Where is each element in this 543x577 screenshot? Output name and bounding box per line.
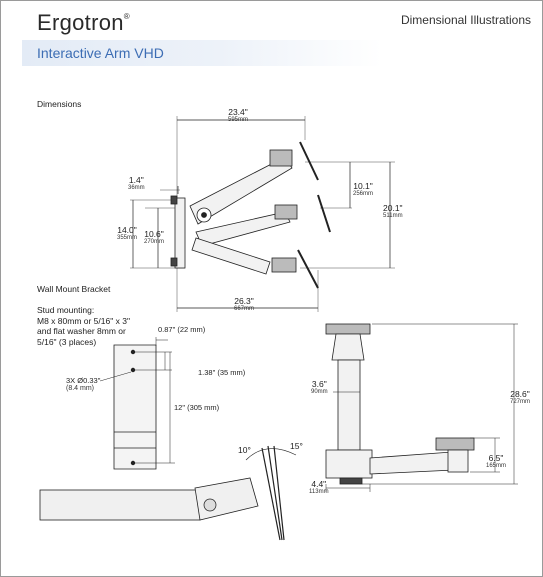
- brand-logo: Ergotron®: [37, 10, 130, 35]
- dim-hole-diameter: 3X Ø0.33"(8.4 mm): [66, 376, 101, 392]
- dim-reach-min: 14.0"355mm: [117, 225, 138, 241]
- stud-line-4: 5/16" (3 places): [37, 336, 97, 347]
- stud-mounting-note: Stud mounting: M8 x 80mm or 5/16" x 3" a…: [37, 305, 157, 348]
- product-subtitle: Interactive Arm VHD: [37, 45, 164, 61]
- dim-rise: 10.1"256mm: [353, 181, 374, 197]
- stud-line-3: and flat washer 8mm or: [37, 326, 126, 337]
- dim-bracket-length: 12" (305 mm): [174, 403, 220, 412]
- dim-bracket-edge: 0.87" (22 mm): [158, 325, 206, 334]
- dim-tilt-down: 15°: [290, 441, 303, 451]
- stud-line-2: M8 x 80mm or 5/16" x 3": [37, 315, 130, 326]
- dim-offset: 1.4"36mm: [128, 175, 145, 191]
- dim-front-height: 28.6"727mm: [510, 389, 531, 405]
- dim-base: 4.4"113mm: [309, 479, 329, 495]
- dim-tilt-up: 10°: [238, 445, 251, 455]
- wall-bracket-label: Wall Mount Bracket: [37, 284, 111, 294]
- dim-width-bottom: 26.3"667mm: [234, 296, 255, 312]
- dim-hole-spacing: 1.38" (35 mm): [198, 368, 246, 377]
- stud-line-1: Stud mounting:: [37, 305, 95, 315]
- title-band: [22, 40, 382, 66]
- dim-width-top: 23.4"595mm: [228, 107, 249, 123]
- dim-mount-height: 10.6"270mm: [144, 229, 165, 245]
- dim-column: 3.6"90mm: [311, 379, 328, 395]
- section-heading: Dimensional Illustrations: [400, 13, 531, 27]
- dim-head: 6.5"165mm: [486, 453, 507, 469]
- dimensions-label: Dimensions: [37, 99, 82, 109]
- dim-total-height: 20.1"511mm: [383, 203, 403, 219]
